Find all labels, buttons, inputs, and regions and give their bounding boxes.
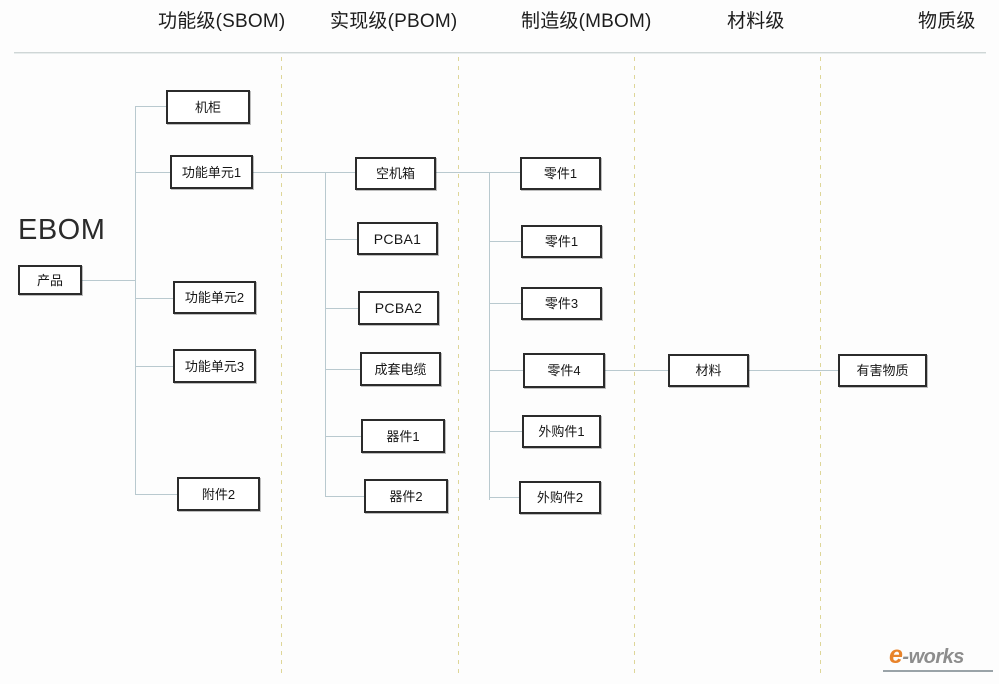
watermark-rule [883, 670, 993, 672]
eworks-watermark: e-works [883, 638, 993, 678]
node-label: 附件2 [201, 486, 236, 502]
edge-pbom-to-pcba1 [325, 239, 358, 240]
node-dev2[interactable]: 器件2 [364, 479, 448, 513]
node-label: 零件4 [547, 363, 581, 378]
edge-chassis-to-mbom-trunk [436, 172, 521, 173]
node-pcba1[interactable]: PCBA1 [357, 222, 438, 255]
node-label: 功能单元1 [181, 164, 242, 180]
node-part1a[interactable]: 零件1 [520, 157, 601, 190]
node-label: 空机箱 [375, 166, 415, 181]
node-func2[interactable]: 功能单元2 [173, 281, 256, 314]
column-header-sbom: 功能级(SBOM) [158, 11, 286, 32]
node-label: 机柜 [194, 99, 221, 115]
edge-product-to-trunk [82, 280, 136, 281]
edge-pbom-to-pcba2 [325, 308, 359, 309]
edge-mbom-to-part1a [489, 172, 521, 173]
edge-trunk-to-func1 [135, 172, 171, 173]
edge-trunk-to-func3 [135, 366, 174, 367]
node-label: 零件1 [543, 166, 578, 181]
node-label: PCBA2 [374, 300, 423, 316]
edge-material-to-hazard [749, 370, 839, 371]
header-separator-rule [14, 52, 986, 54]
edge-mbom-to-part4 [489, 370, 524, 371]
swimlane-divider-4 [820, 57, 821, 677]
swimlane-divider-3 [634, 57, 635, 677]
edge-mbom-to-buy1 [489, 431, 523, 432]
node-label: 器件2 [389, 488, 423, 504]
node-attach2[interactable]: 附件2 [177, 477, 260, 511]
node-label: 零件1 [544, 234, 579, 249]
edge-pbom-to-dev1 [325, 436, 362, 437]
ebom-label: EBOM [18, 214, 106, 246]
edge-mbom-to-buy2 [489, 497, 520, 498]
column-header-pbom: 实现级(PBOM) [330, 11, 458, 32]
edge-mbom-to-part3 [489, 303, 522, 304]
swimlane-divider-1 [281, 57, 282, 677]
watermark-works-letters: -works [902, 646, 964, 668]
node-pcba2[interactable]: PCBA2 [358, 291, 439, 325]
watermark-e-letter: e [889, 641, 903, 669]
node-label: 材料 [695, 363, 722, 378]
node-part3[interactable]: 零件3 [521, 287, 602, 320]
node-dev1[interactable]: 器件1 [361, 419, 445, 453]
edge-ebom-trunk [135, 106, 136, 495]
node-product[interactable]: 产品 [18, 265, 82, 295]
node-label: 功能单元3 [184, 358, 245, 374]
edge-pbom-trunk [325, 172, 326, 497]
node-chassis[interactable]: 空机箱 [355, 157, 436, 190]
edge-mbom-trunk [489, 172, 490, 500]
node-buy1[interactable]: 外购件1 [522, 415, 601, 448]
edge-part4-to-material [605, 370, 669, 371]
column-header-substance: 物质级 [918, 11, 976, 32]
column-header-material: 材料级 [727, 11, 785, 32]
node-label: 外购件1 [538, 424, 585, 439]
node-label: 外购件2 [536, 490, 584, 505]
node-cabinet[interactable]: 机柜 [166, 90, 250, 124]
edge-trunk-to-cabinet [135, 106, 167, 107]
node-label: 器件1 [386, 428, 420, 444]
watermark-text: e-works [889, 641, 964, 670]
node-buy2[interactable]: 外购件2 [519, 481, 601, 514]
node-part4[interactable]: 零件4 [523, 353, 605, 388]
node-label: PCBA1 [373, 230, 422, 247]
node-material[interactable]: 材料 [668, 354, 749, 387]
edge-trunk-to-func2 [135, 298, 174, 299]
node-label: 功能单元2 [184, 290, 245, 305]
node-label: 成套电缆 [374, 361, 427, 377]
edge-pbom-to-chassis [325, 172, 356, 173]
node-label: 有害物质 [856, 363, 909, 378]
node-func3[interactable]: 功能单元3 [173, 349, 256, 383]
column-header-mbom: 制造级(MBOM) [521, 11, 652, 32]
node-cable[interactable]: 成套电缆 [360, 352, 441, 386]
edge-func1-to-pbom-trunk [253, 172, 356, 173]
edge-pbom-to-dev2 [325, 496, 365, 497]
edge-pbom-to-cable [325, 369, 361, 370]
node-hazard[interactable]: 有害物质 [838, 354, 927, 387]
swimlane-divider-2 [458, 57, 459, 677]
node-label: 零件3 [544, 296, 579, 311]
node-label: 产品 [36, 272, 63, 288]
node-part1b[interactable]: 零件1 [521, 225, 602, 258]
node-func1[interactable]: 功能单元1 [170, 155, 253, 189]
edge-mbom-to-part1b [489, 241, 522, 242]
edge-trunk-to-attach2 [135, 494, 178, 495]
